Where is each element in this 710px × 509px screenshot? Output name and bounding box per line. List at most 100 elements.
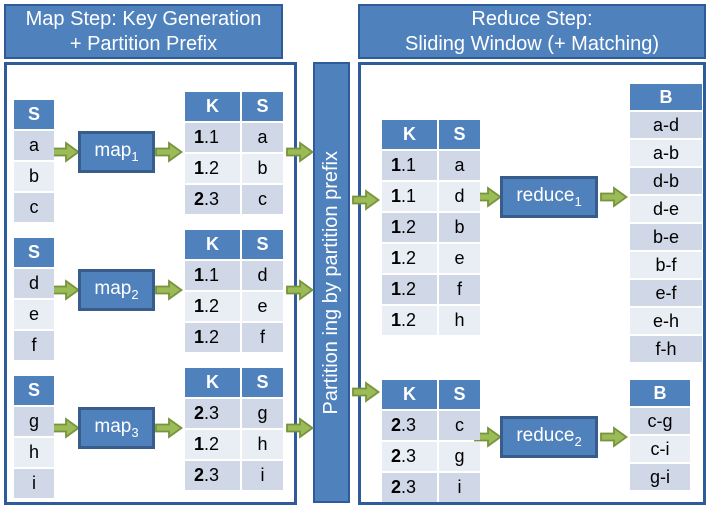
- b-cell: g-i: [630, 464, 690, 490]
- s-cell: d: [439, 182, 480, 211]
- b-cell: a-d: [630, 112, 702, 138]
- partition-input-table-1: K S 1.1 a 1.1 d 1.2 b 1.2 e 1.2 f 1.2 h: [382, 120, 480, 337]
- key-cell: 2.3: [185, 185, 240, 214]
- result-table-1: B a-d a-b d-b d-e b-e b-f e-f e-h f-h: [630, 84, 702, 364]
- s-cell: i: [242, 461, 283, 490]
- partition-input-table-2: K S 2.3 c 2.3 g 2.3 i: [382, 380, 480, 504]
- key-cell: 1.1: [185, 261, 240, 290]
- key-cell: 1.2: [185, 323, 240, 352]
- map2-label: map2: [94, 278, 139, 302]
- column-header: S: [14, 238, 54, 267]
- s-cell: f: [439, 275, 480, 304]
- b-cell: e-f: [630, 280, 702, 306]
- keyed-table-2: K S 1.1 d 1.2 e 1.2 f: [185, 230, 283, 354]
- s-cell: c: [439, 411, 480, 440]
- map-step-header: Map Step: Key Generation + Partition Pre…: [4, 4, 283, 59]
- reduce-step-title-line2: Sliding Window (+ Matching): [405, 32, 659, 55]
- s-cell: a: [242, 123, 283, 152]
- b-cell: b-e: [630, 224, 702, 250]
- s-cell: i: [439, 473, 480, 502]
- column-header: S: [439, 120, 480, 149]
- key-cell: 1.2: [382, 275, 437, 304]
- s-cell: b: [439, 213, 480, 242]
- b-cell: d-e: [630, 196, 702, 222]
- map1-box: map1: [78, 131, 155, 173]
- key-cell: 2.3: [185, 461, 240, 490]
- b-cell: c-i: [630, 436, 690, 462]
- column-header: S: [14, 100, 54, 129]
- key-cell: 1.2: [185, 430, 240, 459]
- column-header: K: [185, 92, 240, 121]
- s-cell: a: [14, 131, 54, 160]
- key-cell: 2.3: [185, 399, 240, 428]
- arrow-reduce1-to-result1-icon: [600, 186, 628, 208]
- arrow-map2-to-keyed2-icon: [155, 279, 183, 301]
- s-cell: c: [242, 185, 283, 214]
- s-cell: f: [14, 331, 54, 360]
- s-cell: h: [14, 438, 54, 467]
- key-cell: 1.2: [382, 306, 437, 335]
- map3-label: map3: [94, 416, 139, 440]
- s-cell: g: [242, 399, 283, 428]
- arrow-source3-to-map3-icon: [52, 417, 80, 439]
- reduce-step-title-line1: Reduce Step:: [471, 7, 593, 30]
- source-table-3: S g h i: [14, 376, 54, 500]
- s-cell: h: [439, 306, 480, 335]
- arrow-keyed3-to-partition-icon: [286, 417, 314, 439]
- arrow-source1-to-map1-icon: [52, 141, 80, 163]
- key-cell: 1.1: [185, 123, 240, 152]
- column-header: K: [185, 368, 240, 397]
- b-cell: f-h: [630, 336, 702, 362]
- arrow-reduce2-to-result2-icon: [600, 426, 628, 448]
- key-cell: 1.2: [185, 292, 240, 321]
- map3-box: map3: [78, 407, 155, 449]
- s-cell: c: [14, 193, 54, 222]
- key-cell: 1.1: [382, 182, 437, 211]
- keyed-table-3: K S 2.3 g 1.2 h 2.3 i: [185, 368, 283, 492]
- key-cell: 2.3: [382, 473, 437, 502]
- s-cell: d: [242, 261, 283, 290]
- column-header: B: [630, 84, 702, 110]
- s-cell: g: [14, 407, 54, 436]
- s-cell: e: [14, 300, 54, 329]
- s-cell: h: [242, 430, 283, 459]
- key-cell: 2.3: [382, 411, 437, 440]
- key-cell: 1.2: [382, 213, 437, 242]
- partition-bar-label: Partition ing by partition prefix: [320, 150, 342, 415]
- key-cell: 1.2: [185, 154, 240, 183]
- column-header: K: [185, 230, 240, 259]
- partition-bar: Partition ing by partition prefix: [313, 62, 350, 503]
- b-cell: a-b: [630, 140, 702, 166]
- arrow-partition-to-group1-icon: [352, 189, 380, 211]
- b-cell: c-g: [630, 408, 690, 434]
- key-cell: 1.2: [382, 244, 437, 273]
- arrow-partition-to-group2-icon: [352, 381, 380, 403]
- map2-box: map2: [78, 269, 155, 311]
- column-header: S: [439, 380, 480, 409]
- arrow-map1-to-keyed1-icon: [155, 141, 183, 163]
- b-cell: d-b: [630, 168, 702, 194]
- source-table-1: S a b c: [14, 100, 54, 224]
- column-header: S: [242, 368, 283, 397]
- arrow-map3-to-keyed3-icon: [155, 417, 183, 439]
- b-cell: b-f: [630, 252, 702, 278]
- map-step-title-line1: Map Step: Key Generation: [25, 7, 262, 30]
- column-header: K: [382, 380, 437, 409]
- arrow-source2-to-map2-icon: [52, 279, 80, 301]
- map-step-title-line2: + Partition Prefix: [69, 32, 218, 55]
- s-cell: g: [439, 442, 480, 471]
- s-cell: i: [14, 469, 54, 498]
- reduce2-label: reduce2: [516, 425, 582, 449]
- arrow-group2-to-reduce2-icon: [474, 426, 502, 448]
- map1-label: map1: [94, 140, 139, 164]
- key-cell: 2.3: [382, 442, 437, 471]
- arrow-keyed1-to-partition-icon: [286, 141, 314, 163]
- column-header: S: [242, 92, 283, 121]
- key-cell: 1.1: [382, 151, 437, 180]
- reduce2-box: reduce2: [500, 416, 598, 458]
- column-header: S: [242, 230, 283, 259]
- s-cell: e: [439, 244, 480, 273]
- s-cell: b: [14, 162, 54, 191]
- s-cell: a: [439, 151, 480, 180]
